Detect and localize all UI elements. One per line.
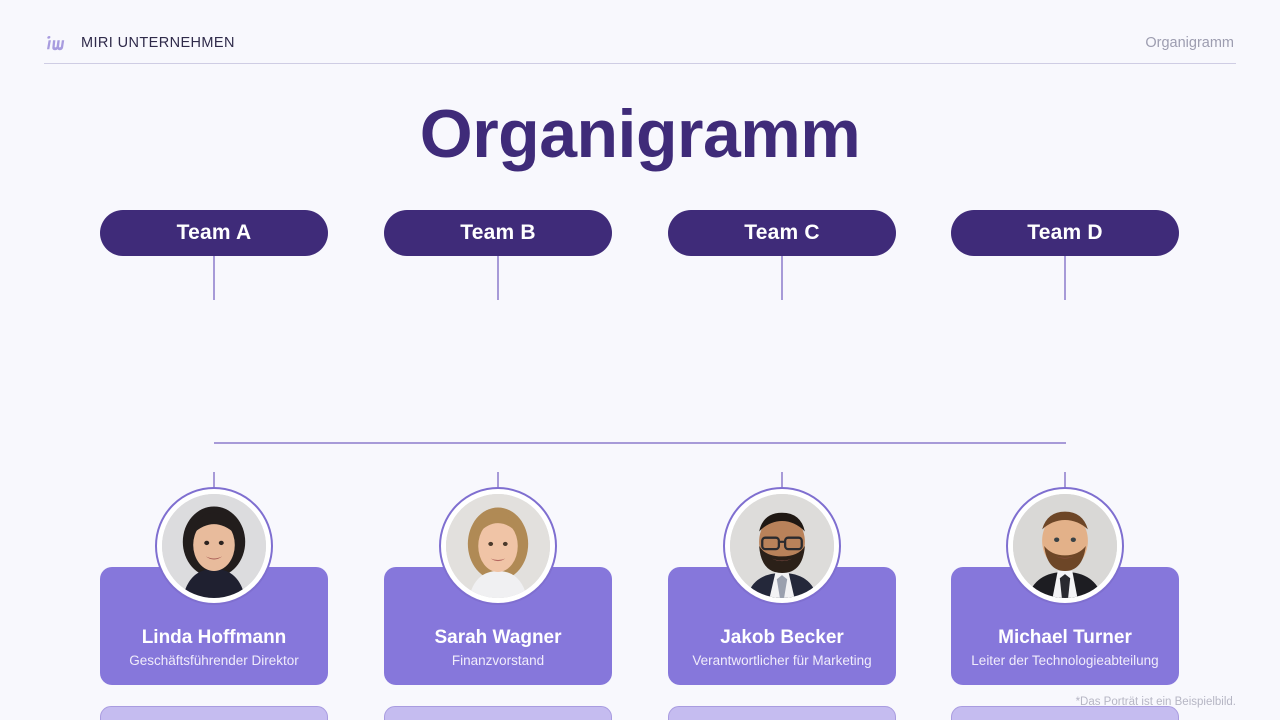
team-connector-rail [214,442,1066,444]
connector-pill-to-lead [213,256,215,300]
manager-card-b[interactable]: Emilia Becker Betriebskoordinator [384,706,612,720]
avatar-michael-turner [1006,487,1124,605]
lead-name: Jakob Becker [720,626,844,648]
lead-role: Finanzvorstand [451,653,545,669]
org-column-team-a: Team A Linda Hoffmann Geschäftsführender… [100,210,328,720]
org-column-team-d: Team D Michael Turner Leiter der Technol… [951,210,1179,720]
header-right-label: Organigramm [1145,34,1234,51]
connector-pill-to-lead [1064,256,1066,300]
lead-role: Verantwortlicher für Marketing [692,653,872,669]
connector-pill-to-lead [781,256,783,300]
manager-card-c[interactable]: Matthias Fischer Direktorin für Marketin… [668,706,896,720]
lead-name: Sarah Wagner [434,626,562,648]
avatar-linda-hoffmann [155,487,273,605]
portrait-man-glasses-beard [730,494,834,598]
manager-card-d[interactable]: Christoph Lehmann Netzwerktechniker [951,706,1179,720]
org-column-team-c: Team C Jakob Becker Verantwortlicher für… [668,210,896,720]
team-pill-label: Team C [744,221,820,244]
brand-name: MIRI UNTERNEHMEN [81,34,235,51]
connector-pill-to-lead [497,256,499,300]
avatar-jakob-becker [723,487,841,605]
team-pill-label: Team B [460,221,536,244]
team-pill-a[interactable]: Team A [100,210,328,256]
lead-role: Leiter der Technologieabteilung [971,653,1159,669]
org-column-team-b: Team B Sarah Wagner Finanzvorstand [384,210,612,720]
team-pill-b[interactable]: Team B [384,210,612,256]
portrait-woman-dark-hair [162,494,266,598]
lead-name: Linda Hoffmann [141,626,287,648]
avatar-sarah-wagner [439,487,557,605]
lead-role: Geschäftsführender Direktor [129,653,299,669]
brand: MIRI UNTERNEHMEN [44,31,235,55]
page-title: Organigramm [419,96,861,172]
portrait-woman-blonde-hair [446,494,550,598]
org-chart: Team A Linda Hoffmann Geschäftsführender… [0,210,1280,720]
team-pill-label: Team A [176,221,252,244]
manager-card-a[interactable]: Sophia Schulz HR-Spezialist [100,706,328,720]
portrait-man-brown-hair-beard [1013,494,1117,598]
team-pill-label: Team D [1027,221,1103,244]
footnote: *Das Porträt ist ein Beispielbild. [1075,696,1236,708]
team-pill-d[interactable]: Team D [951,210,1179,256]
team-pill-c[interactable]: Team C [668,210,896,256]
miri-w-logo-icon [47,35,65,50]
lead-name: Michael Turner [998,626,1132,648]
app-header: MIRI UNTERNEHMEN Organigramm [44,22,1236,64]
